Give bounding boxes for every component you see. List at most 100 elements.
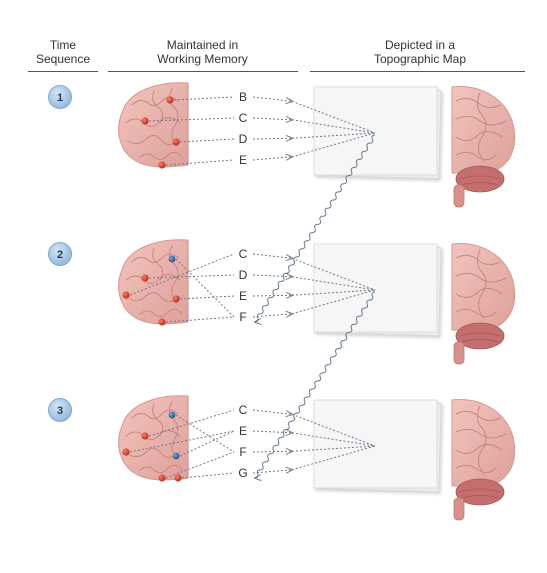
header-rule-working-memory <box>108 71 298 72</box>
letter-label: E <box>239 153 247 167</box>
memory-item-dot-red <box>172 295 180 303</box>
step-badge-circle <box>48 398 72 422</box>
dot-to-letter-line <box>181 472 235 479</box>
header-time-line1: Time <box>49 38 77 52</box>
brain-gyrus <box>131 409 179 420</box>
brain-gyrus <box>139 308 183 318</box>
step-badge-circle <box>48 85 72 109</box>
brain-side-gyrus <box>455 254 501 266</box>
memory-item-dot-red <box>158 474 166 482</box>
header-time-sequence: Time Sequence <box>28 38 98 66</box>
brain-stem <box>453 341 465 365</box>
memory-item-dot-red <box>158 161 166 169</box>
brain-gyrus <box>168 401 179 459</box>
map-paper-front <box>313 399 438 489</box>
brain-gyrus <box>127 292 181 302</box>
dot-to-letter-line <box>179 430 235 457</box>
letter-to-map-arrow <box>252 295 292 296</box>
brain-gyrus <box>127 448 181 458</box>
letter-label: F <box>239 310 246 324</box>
map-paper-front <box>313 86 438 176</box>
brain-side-gyrus <box>455 131 503 141</box>
cerebellum-folia <box>459 332 501 343</box>
letter-to-map-arrow <box>252 138 292 139</box>
cerebellum-folia <box>459 175 501 186</box>
letter-to-map-arrow <box>252 96 292 101</box>
letter-to-map-arrow <box>252 451 292 452</box>
brain-gyrus <box>168 245 179 303</box>
letter-label: E <box>239 424 247 438</box>
cerebellum <box>455 165 505 193</box>
memory-item-dot-red <box>172 138 180 146</box>
dot-to-letter-line <box>175 414 235 453</box>
brain-hemisphere-icon <box>118 82 189 168</box>
header-topographic-map: Depicted in a Topographic Map <box>340 38 500 66</box>
brain-gyrus <box>152 247 164 281</box>
map-convergence-line <box>291 100 376 134</box>
letter-to-map-arrow <box>252 275 292 277</box>
brain-gyrus <box>139 464 183 474</box>
dot-to-letter-line <box>179 138 235 143</box>
map-convergence-line <box>291 445 376 452</box>
step-badge: 3 <box>48 398 72 422</box>
brain-side-gyrus <box>455 444 503 454</box>
memory-item-dot-red <box>122 291 130 299</box>
cerebellum-folia <box>459 488 501 499</box>
brain-side-gyrus <box>455 288 503 298</box>
brain-gyrus <box>125 274 181 284</box>
brain-side-gyrus <box>455 308 497 318</box>
brain-side-gyrus <box>455 97 501 109</box>
brain-side-gyrus <box>455 115 507 126</box>
brain-side-view-icon <box>451 242 516 365</box>
memory-item-dot-red <box>158 318 166 326</box>
memory-item-dot-red <box>122 448 130 456</box>
brain-gyrus <box>131 253 179 264</box>
dot-to-letter-line <box>129 253 235 296</box>
map-convergence-line <box>291 132 376 139</box>
letter-to-map-arrow <box>252 314 292 317</box>
header-rule-topographic <box>310 71 525 72</box>
rehearsal-wavy-arrow <box>255 291 376 478</box>
brain-side-view-icon <box>451 85 516 208</box>
map-paper-front <box>313 243 438 333</box>
dot-to-letter-line <box>175 258 235 318</box>
brain-side-gyrus <box>476 92 487 162</box>
letter-to-map-arrow <box>252 431 292 433</box>
letter-label: C <box>239 403 248 417</box>
step-badge: 2 <box>48 242 72 266</box>
step-badge-number: 2 <box>57 249 63 261</box>
brain-side-gyrus <box>455 428 507 439</box>
memory-item-dot-red <box>174 474 182 482</box>
letter-label: F <box>239 445 246 459</box>
step-badge-number: 3 <box>57 405 63 417</box>
letter-to-map-arrow <box>252 409 292 414</box>
memory-item-dot-blue <box>168 255 176 263</box>
brain-stem <box>453 497 465 521</box>
rehearsal-wavy-arrow <box>255 134 376 322</box>
dot-to-letter-line <box>129 430 235 453</box>
brain-gyrus <box>127 135 181 145</box>
brain-hemisphere-icon <box>118 395 189 481</box>
letter-label: D <box>239 132 248 146</box>
brain-gyrus <box>152 90 164 124</box>
topographic-map-paper-icon <box>313 399 442 493</box>
header-depicted-line1: Depicted in a <box>384 38 456 52</box>
dot-to-letter-line <box>165 159 235 166</box>
map-convergence-line <box>291 257 376 291</box>
topographic-map-paper-icon <box>313 243 442 337</box>
brain-side-gyrus <box>455 410 501 422</box>
memory-item-dot-red <box>141 117 149 125</box>
dot-to-letter-line <box>165 316 235 323</box>
memory-item-dot-red <box>141 432 149 440</box>
header-maintained-line2: Working Memory <box>157 52 248 66</box>
brain-gyrus <box>152 403 164 437</box>
header-depicted-line2: Topographic Map <box>373 52 467 66</box>
cerebellum <box>455 322 505 350</box>
letter-to-map-arrow <box>252 157 292 160</box>
step-badge-circle <box>48 242 72 266</box>
map-convergence-line <box>291 289 376 296</box>
